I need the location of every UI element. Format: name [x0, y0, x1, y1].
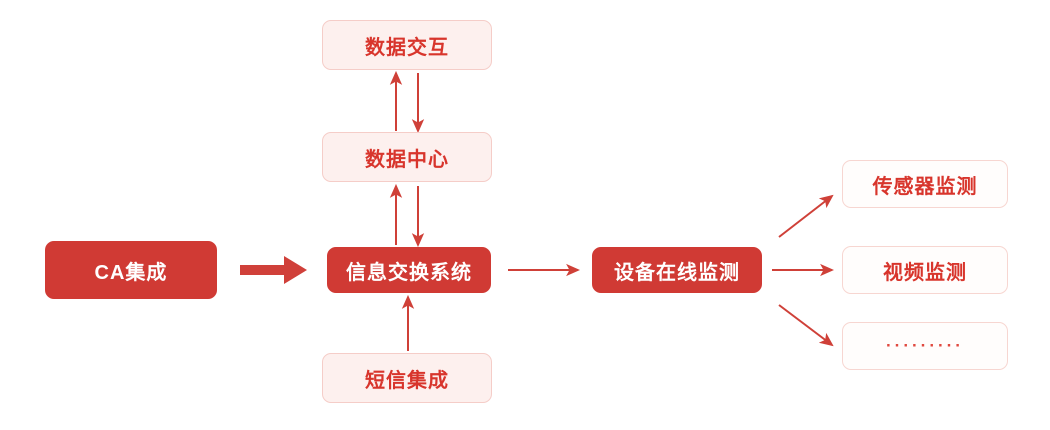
node-data-center[interactable]: 数据中心 [322, 132, 492, 182]
node-label: 视频监测 [883, 261, 967, 284]
node-label: 信息交换系统 [346, 261, 472, 284]
node-sms-integration[interactable]: 短信集成 [322, 353, 492, 403]
arrow-device-to-sensor [778, 194, 834, 238]
node-label: 数据中心 [365, 148, 449, 171]
node-device-online-monitor[interactable]: 设备在线监测 [592, 247, 762, 293]
node-sensor-monitor[interactable]: 传感器监测 [842, 160, 1008, 208]
node-label: 设备在线监测 [614, 261, 740, 284]
node-label: 传感器监测 [872, 175, 978, 198]
node-video-monitor[interactable]: 视频监测 [842, 246, 1008, 294]
node-info-exchange-system[interactable]: 信息交换系统 [327, 247, 491, 293]
arrow-ca-to-info [240, 256, 307, 284]
ellipsis-label: ········· [886, 336, 964, 355]
node-ca-integration[interactable]: CA集成 [45, 241, 217, 299]
arrow-device-to-more [778, 304, 834, 347]
node-data-exchange[interactable]: 数据交互 [322, 20, 492, 70]
node-more-items[interactable]: ········· [842, 322, 1008, 370]
node-label: 短信集成 [365, 369, 449, 392]
node-label: CA集成 [94, 261, 168, 284]
node-label: 数据交互 [365, 36, 449, 59]
